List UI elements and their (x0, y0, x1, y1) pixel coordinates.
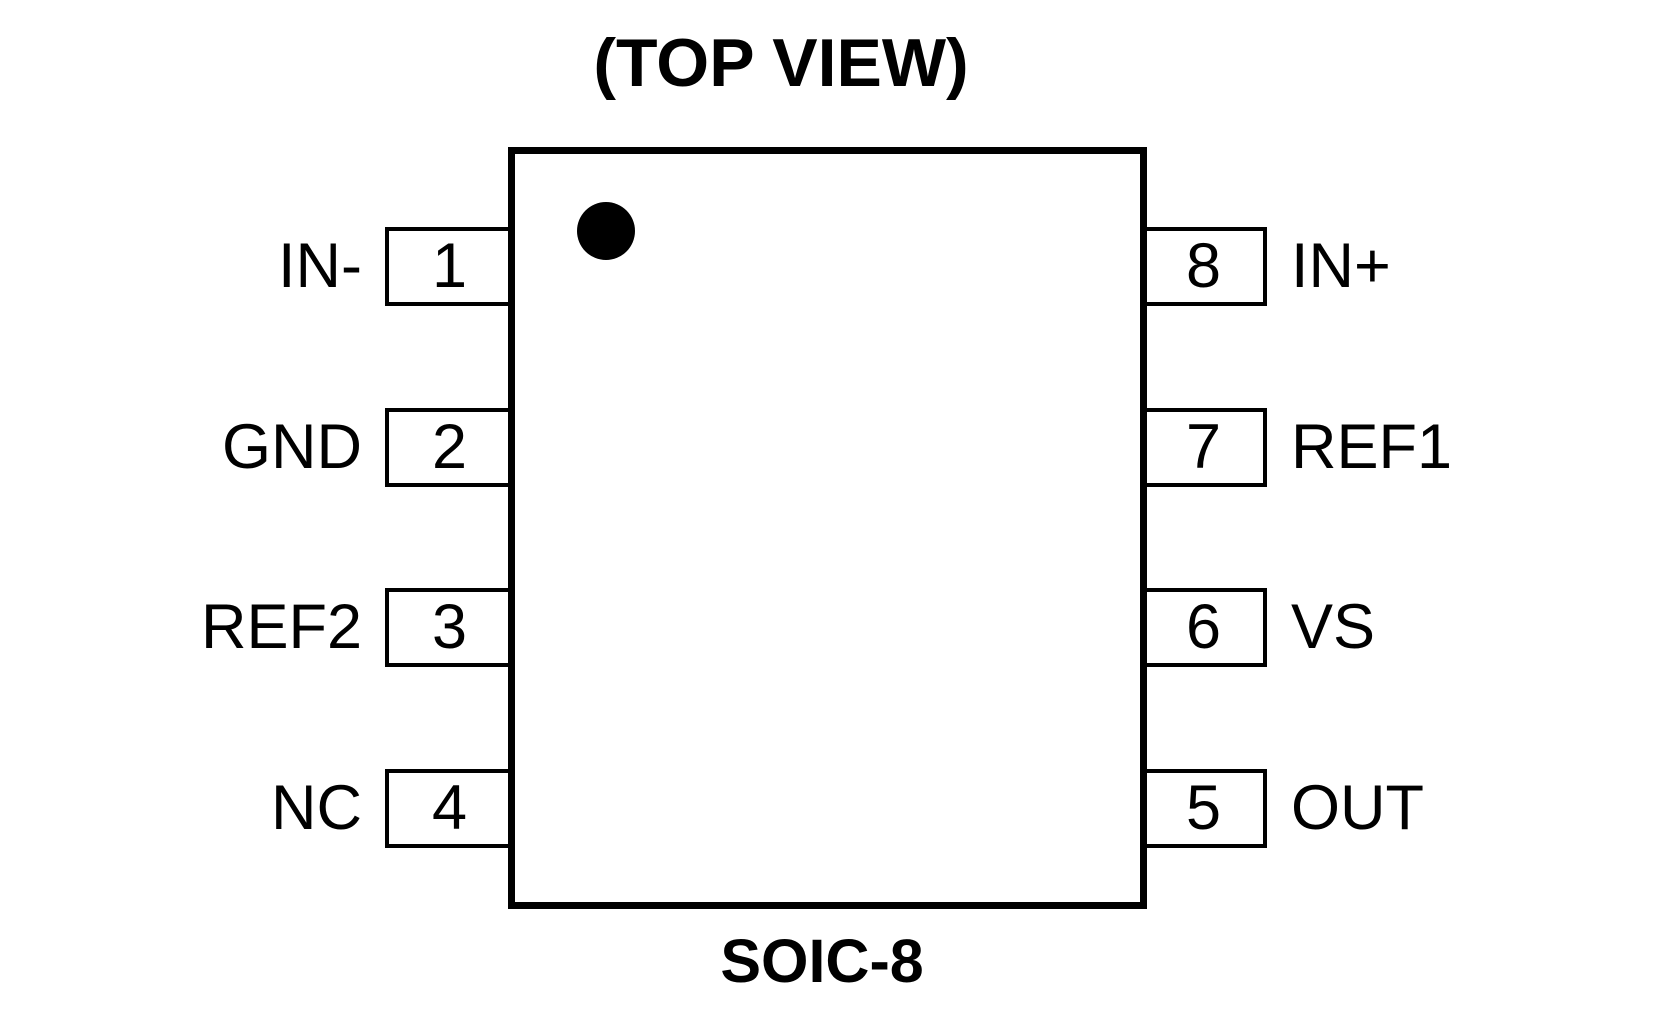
pin-5-label: OUT (1291, 773, 1424, 843)
pin-2-box: 2 (385, 408, 514, 487)
pin-4-number: 4 (431, 773, 468, 843)
pin-6-number: 6 (1185, 592, 1222, 662)
pin-8-number: 8 (1185, 231, 1222, 301)
pin-1-number: 1 (431, 231, 468, 301)
pin-7-label: REF1 (1291, 412, 1453, 482)
diagram-title: (TOP VIEW) (593, 25, 969, 101)
pin-6-box: 6 (1140, 588, 1267, 667)
pin-6-label: VS (1291, 592, 1376, 662)
chip-body (508, 147, 1147, 909)
pin-2-number: 2 (431, 412, 468, 482)
pin-8-box: 8 (1140, 227, 1267, 306)
pin-5-number: 5 (1185, 773, 1222, 843)
pin-7-number: 7 (1185, 412, 1222, 482)
package-name: SOIC-8 (720, 927, 924, 995)
pin-1-label: IN- (278, 231, 362, 301)
pin-4-label: NC (271, 773, 362, 843)
pin-5-box: 5 (1140, 769, 1267, 848)
pin-2-label: GND (222, 412, 362, 482)
pin-4-box: 4 (385, 769, 514, 848)
pin-7-box: 7 (1140, 408, 1267, 487)
pin-3-box: 3 (385, 588, 514, 667)
pin1-indicator-dot (577, 202, 635, 260)
pin-1-box: 1 (385, 227, 514, 306)
pin-3-number: 3 (431, 592, 468, 662)
pin-8-label: IN+ (1291, 231, 1391, 301)
pin-3-label: REF2 (200, 592, 362, 662)
